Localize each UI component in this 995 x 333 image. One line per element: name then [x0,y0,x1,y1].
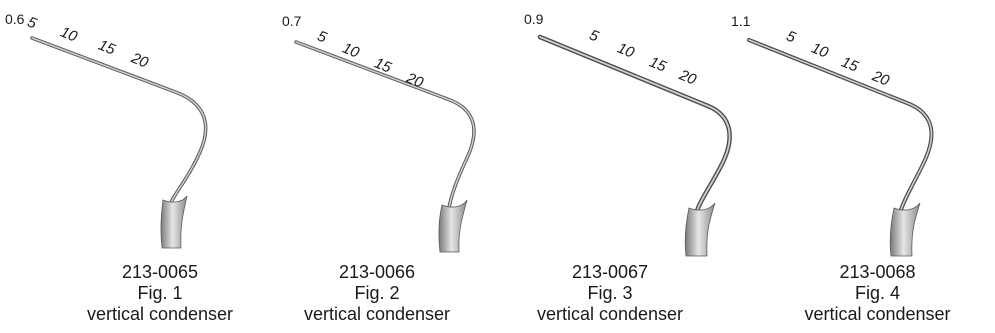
tip-size-label: 0.6 [5,11,25,27]
part-number: 213-0068 [839,262,916,282]
figure-label: Fig. 3 [587,283,633,303]
part-number: 213-0066 [338,262,416,282]
tip-size-label: 1.1 [731,13,751,29]
part-number: 213-0067 [571,262,649,282]
tip-size-label: 0.7 [282,13,302,29]
figure-label: Fig. 2 [354,283,400,303]
condenser-instrument-drawing [30,36,208,249]
instrument-figure-3: 0.9 5 10 15 20 213-0067 Fig. 3 vertical … [510,0,759,333]
condenser-instrument-drawing [747,38,934,257]
figure-caption: 213-0067 Fig. 3 vertical condenser [510,262,710,325]
figure-caption: 213-0065 Fig. 1 vertical condenser [50,262,270,325]
instrument-description: vertical condenser [86,304,234,324]
instrument-figure-2: 0.7 5 10 15 20 213-0066 Fig. 2 vertical … [260,0,509,333]
instrument-description: vertical condenser [804,304,951,324]
figure-caption: 213-0068 Fig. 4 vertical condenser [765,262,990,325]
instrument-description: vertical condenser [303,304,451,324]
figure-label: Fig. 1 [137,283,183,303]
instrument-figure-4: 1.1 5 10 15 20 213-0068 Fig. 4 vertical … [731,0,994,333]
figure-caption: 213-0066 Fig. 2 vertical condenser [267,262,487,325]
instrument-figure-1: 0.6 5 10 15 20 213-0065 Fig. 1 vertical … [0,0,249,333]
condenser-instrument-drawing [294,40,476,253]
tip-size-label: 0.9 [524,11,544,27]
part-number: 213-0065 [121,262,199,282]
instrument-description: vertical condenser [536,304,684,324]
condenser-instrument-drawing [537,34,732,257]
figure-label: Fig. 4 [854,283,901,303]
